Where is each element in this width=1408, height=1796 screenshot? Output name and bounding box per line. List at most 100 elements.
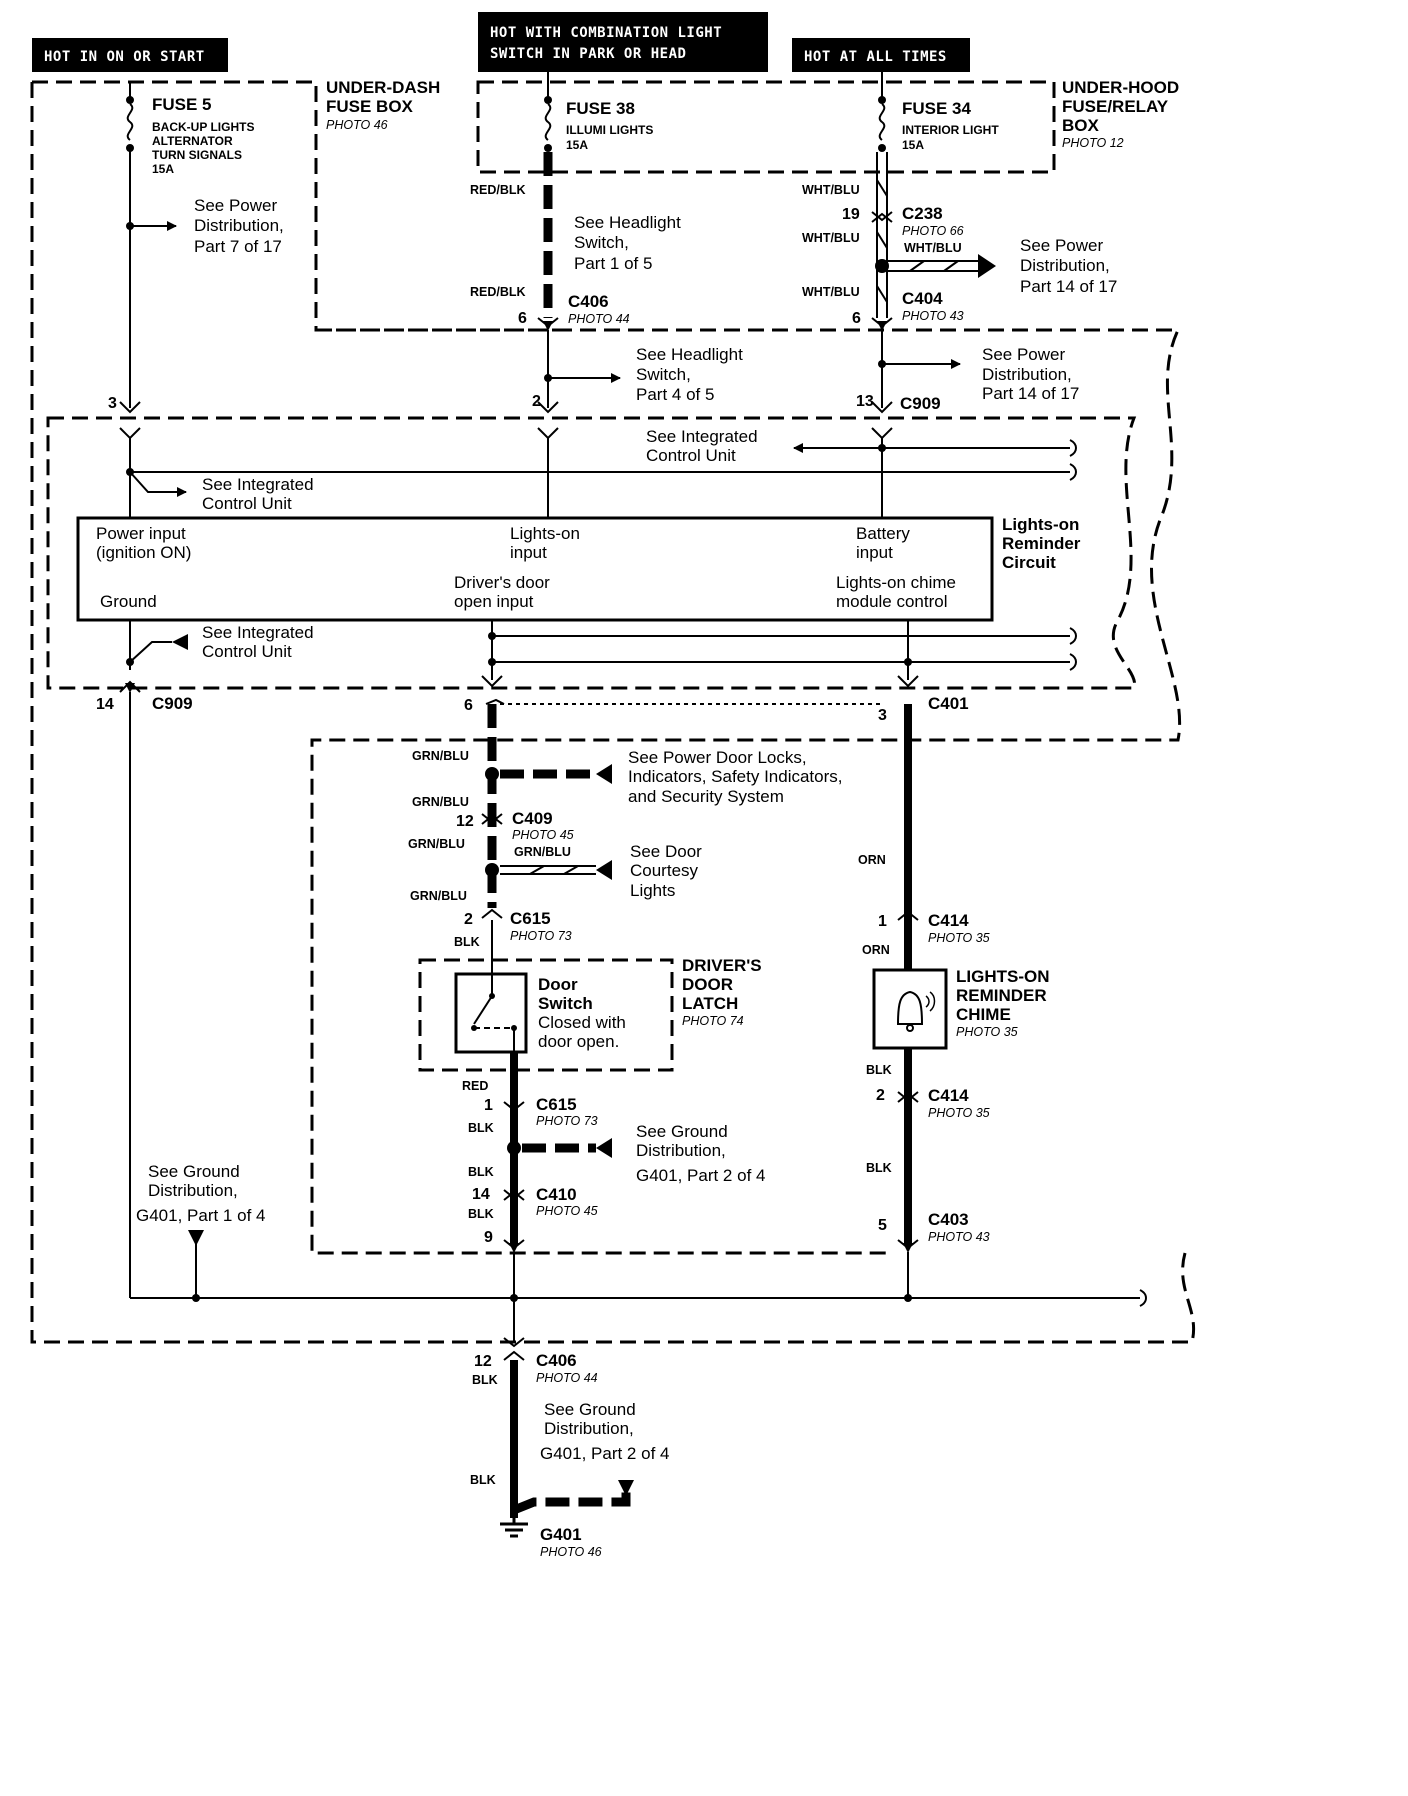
wire-label-blk-6: BLK bbox=[866, 1161, 892, 1175]
header-comb-line2: SWITCH IN PARK OR HEAD bbox=[490, 46, 686, 62]
wire-label-orn-2: ORN bbox=[862, 943, 890, 957]
pin-2-c909: 2 bbox=[532, 393, 541, 410]
pin-2-c414: 2 bbox=[876, 1087, 885, 1104]
wire-label-wht-blu-3: WHT/BLU bbox=[904, 241, 962, 255]
ref-dcl-1: See Door bbox=[630, 842, 702, 861]
pin-6-c401: 6 bbox=[464, 697, 473, 714]
header-ign: HOT IN ON OR START bbox=[32, 38, 228, 72]
wire-label-grn-blu-1: GRN/BLU bbox=[412, 749, 469, 763]
ref-gd2a-3: G401, Part 2 of 4 bbox=[636, 1166, 765, 1185]
pin-1-c414: 1 bbox=[878, 913, 887, 930]
chime-label-3: CHIME bbox=[956, 1005, 1011, 1024]
fuse-5 bbox=[126, 82, 134, 152]
ref-gd1-1: See Ground bbox=[148, 1162, 240, 1181]
chime-label-1: LIGHTS-ON bbox=[956, 967, 1050, 986]
fuse34-line1: INTERIOR LIGHT bbox=[902, 123, 999, 137]
ref-gd2a-2: Distribution, bbox=[636, 1141, 726, 1160]
header-ign-label: HOT IN ON OR START bbox=[44, 49, 205, 65]
fuse34-line2: 15A bbox=[902, 138, 924, 152]
wire-label-blk-5: BLK bbox=[866, 1063, 892, 1077]
underhood-photo: PHOTO 12 bbox=[1062, 136, 1124, 150]
pin-13-c909: 13 bbox=[856, 393, 874, 410]
circuit-chime-2: module control bbox=[836, 592, 948, 611]
conn-c410-photo: PHOTO 45 bbox=[536, 1204, 598, 1218]
chime-label-2: REMINDER bbox=[956, 986, 1047, 1005]
wire-label-grn-blu-5: GRN/BLU bbox=[410, 889, 467, 903]
pin-19-c238: 19 bbox=[842, 206, 860, 223]
ref-pdl-3: and Security System bbox=[628, 787, 784, 806]
ref-icu-2-line1: See Integrated bbox=[646, 427, 758, 446]
fuse-34 bbox=[878, 72, 886, 152]
latch-photo: PHOTO 74 bbox=[682, 1014, 744, 1028]
circuit-title-2: Reminder bbox=[1002, 534, 1081, 553]
wire-label-blk-3: BLK bbox=[468, 1165, 494, 1179]
conn-c406-top-photo: PHOTO 44 bbox=[568, 312, 630, 326]
ref-hs4-3: Part 4 of 5 bbox=[636, 385, 714, 404]
switch-label-2: Switch bbox=[538, 994, 593, 1013]
fuse-38 bbox=[544, 72, 552, 152]
lights-on-chime bbox=[872, 968, 948, 1050]
ground-symbol-icon bbox=[500, 1518, 528, 1538]
circuit-lights-2: input bbox=[510, 543, 547, 562]
conn-c414-bottom-photo: PHOTO 35 bbox=[928, 1106, 990, 1120]
underdash-box-left bbox=[30, 82, 1195, 1344]
pin-12-c406: 12 bbox=[474, 1353, 492, 1370]
latch-label-3: LATCH bbox=[682, 994, 738, 1013]
conn-c403-photo: PHOTO 43 bbox=[928, 1230, 990, 1244]
grn-blu-branch bbox=[500, 860, 612, 880]
chime-photo: PHOTO 35 bbox=[956, 1025, 1018, 1039]
wire-label-blk-2: BLK bbox=[468, 1121, 494, 1135]
ref-icu-1-line1: See Integrated bbox=[202, 475, 314, 494]
conn-c615-top: C615 bbox=[510, 909, 551, 928]
conn-c414-top-photo: PHOTO 35 bbox=[928, 931, 990, 945]
ref-pdl-1: See Power Door Locks, bbox=[628, 748, 807, 767]
ref-dcl-2: Courtesy bbox=[630, 861, 699, 880]
ref-pd7-3: Part 7 of 17 bbox=[194, 237, 282, 256]
underdash-title-2: FUSE BOX bbox=[326, 97, 414, 116]
switch-label-1: Door bbox=[538, 975, 578, 994]
ref-icu-3-line1: See Integrated bbox=[202, 623, 314, 642]
circuit-door-2: open input bbox=[454, 592, 534, 611]
ref-pd7-2: Distribution, bbox=[194, 216, 284, 235]
ref-pd14a-3: Part 14 of 17 bbox=[1020, 277, 1117, 296]
pin-14-c410: 14 bbox=[472, 1186, 490, 1203]
wire-label-blk-1: BLK bbox=[454, 935, 480, 949]
conn-c909-bottom: C909 bbox=[152, 694, 193, 713]
ref-hs4-1: See Headlight bbox=[636, 345, 743, 364]
conn-c615-bottom-photo: PHOTO 73 bbox=[536, 1114, 598, 1128]
wire-label-grn-blu-2: GRN/BLU bbox=[412, 795, 469, 809]
circuit-lights-1: Lights-on bbox=[510, 524, 580, 543]
conn-c615-bottom: C615 bbox=[536, 1095, 577, 1114]
pin-6-c404: 6 bbox=[852, 310, 861, 327]
conn-c414-top: C414 bbox=[928, 911, 969, 930]
ref-pd14b-2: Distribution, bbox=[982, 365, 1072, 384]
fuse5-line3: TURN SIGNALS bbox=[152, 148, 242, 162]
wht-blu-wire bbox=[876, 152, 888, 318]
underhood-title-1: UNDER-HOOD bbox=[1062, 78, 1179, 97]
wht-blu-branch bbox=[888, 254, 996, 278]
conn-c406-top: C406 bbox=[568, 292, 609, 311]
circuit-chime-1: Lights-on chime bbox=[836, 573, 956, 592]
ref-gd2b-3: G401, Part 2 of 4 bbox=[540, 1444, 669, 1463]
conn-c406-bottom: C406 bbox=[536, 1351, 577, 1370]
circuit-door-1: Driver's door bbox=[454, 573, 550, 592]
header-combination: HOT WITH COMBINATION LIGHT SWITCH IN PAR… bbox=[478, 12, 768, 72]
ref-icu-2-line2: Control Unit bbox=[646, 446, 736, 465]
pin-14-c909: 14 bbox=[96, 696, 114, 713]
fuse5-line1: BACK-UP LIGHTS bbox=[152, 120, 254, 134]
wire-label-red-blk-1: RED/BLK bbox=[470, 183, 526, 197]
fuse38-name: FUSE 38 bbox=[566, 99, 635, 118]
conn-c403: C403 bbox=[928, 1210, 969, 1229]
header-comb-line1: HOT WITH COMBINATION LIGHT bbox=[490, 25, 722, 41]
conn-c238: C238 bbox=[902, 204, 943, 223]
ref-pd14b-3: Part 14 of 17 bbox=[982, 384, 1079, 403]
switch-label-3: Closed with bbox=[538, 1013, 626, 1032]
circuit-power-2: (ignition ON) bbox=[96, 543, 191, 562]
conn-c409: C409 bbox=[512, 809, 553, 828]
ref-gd1-3: G401, Part 1 of 4 bbox=[136, 1206, 265, 1225]
wire-label-wht-blu-4: WHT/BLU bbox=[802, 285, 860, 299]
pin-9-c403: 9 bbox=[484, 1229, 493, 1246]
circuit-ground: Ground bbox=[100, 592, 157, 611]
c909-upper-pins bbox=[119, 401, 893, 440]
ref-pd14a-2: Distribution, bbox=[1020, 256, 1110, 275]
